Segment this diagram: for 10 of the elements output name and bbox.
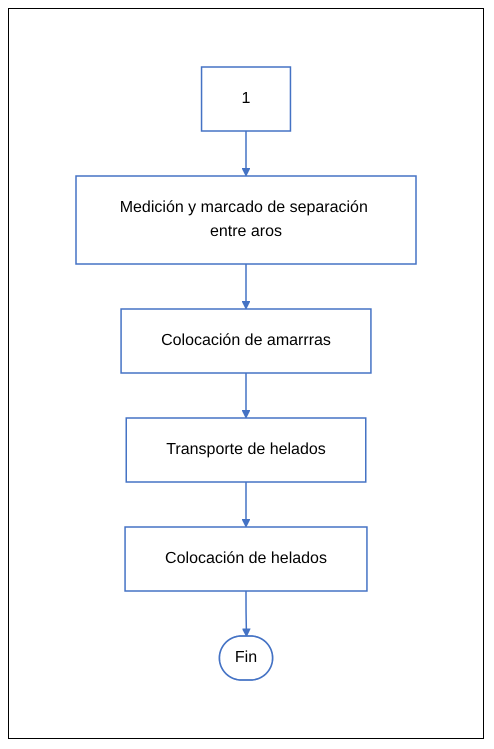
node-box: Transporte de helados [126, 417, 366, 483]
arrow [242, 591, 251, 637]
node-box: Colocación de amarrras [120, 308, 372, 374]
arrow [242, 264, 250, 310]
arrow [242, 131, 250, 176]
arrow [242, 482, 250, 528]
arrow [242, 373, 250, 418]
node-box: 1 [200, 66, 292, 132]
node-box: Medición y marcado de separación entre aros [75, 175, 417, 265]
node-box: Colocación de helados [124, 526, 368, 592]
